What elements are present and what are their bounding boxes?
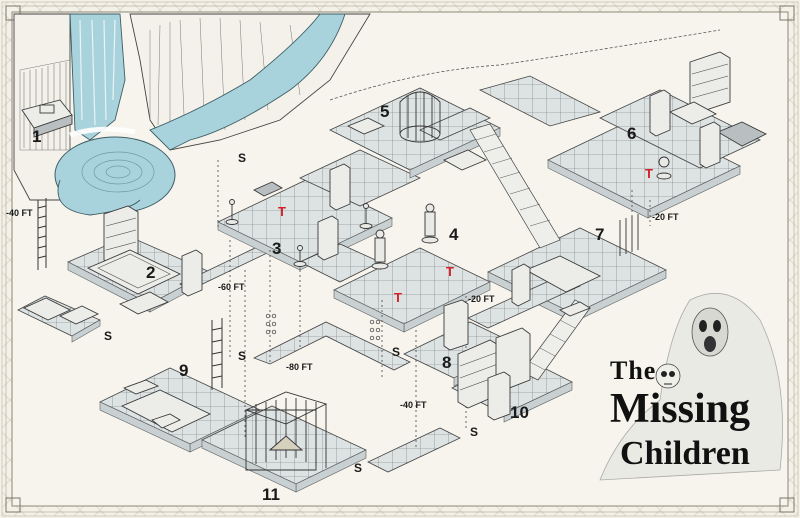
map-title: The Missing Children bbox=[598, 352, 788, 492]
area-label-2: 2 bbox=[146, 263, 155, 282]
ladder-icon bbox=[211, 318, 223, 390]
area-label-11: 11 bbox=[262, 485, 280, 504]
bed-icon bbox=[86, 101, 768, 433]
elevation-label: -20 FT bbox=[652, 212, 679, 222]
title-line-3: Children bbox=[620, 435, 750, 472]
stone-pegs bbox=[265, 313, 381, 341]
secret-door-marker: S bbox=[238, 151, 246, 165]
area-label-4: 4 bbox=[449, 225, 459, 244]
secret-door-marker: S bbox=[104, 329, 112, 343]
pillar-icon bbox=[181, 89, 721, 421]
trap-marker: T bbox=[645, 166, 653, 181]
area-labels: 1 2 3 4 5 6 7 8 9 10 11 bbox=[32, 102, 636, 504]
trap-marker: T bbox=[446, 264, 454, 279]
secret-door-marker: S bbox=[354, 461, 362, 475]
statue-icon bbox=[225, 156, 672, 270]
secret-door-labels: S S S S S S bbox=[104, 151, 478, 475]
ladder-icon bbox=[37, 198, 47, 270]
elevation-label: -60 FT bbox=[218, 282, 245, 292]
elevation-label: -80 FT bbox=[286, 362, 313, 372]
secret-door-marker: S bbox=[392, 345, 400, 359]
ghost-skull-icon bbox=[599, 293, 783, 481]
secret-door-marker: S bbox=[470, 425, 478, 439]
title-line-1: The bbox=[610, 356, 657, 385]
area-label-6: 6 bbox=[627, 124, 636, 143]
trap-marker: T bbox=[394, 290, 402, 305]
trap-labels: T T T T bbox=[278, 166, 653, 305]
secret-door-marker: S bbox=[238, 349, 246, 363]
area-label-1: 1 bbox=[32, 127, 41, 146]
area-label-5: 5 bbox=[380, 102, 389, 121]
elevation-labels: -40 FT -60 FT -20 FT -20 FT -80 FT -40 F… bbox=[6, 208, 679, 410]
area-label-10: 10 bbox=[510, 403, 529, 422]
trap-marker: T bbox=[278, 204, 286, 219]
bookshelf-icon bbox=[103, 51, 731, 409]
waterfall-icon bbox=[54, 13, 346, 216]
area-1-altar bbox=[21, 99, 73, 138]
table-icon bbox=[22, 117, 592, 429]
area-label-3: 3 bbox=[272, 239, 281, 258]
elevation-label: -40 FT bbox=[6, 208, 33, 218]
title-line-2: Missing bbox=[610, 386, 751, 432]
stairs-icon bbox=[469, 123, 591, 381]
area-label-8: 8 bbox=[442, 353, 451, 372]
cage-icon bbox=[244, 91, 639, 471]
elevation-label: -40 FT bbox=[400, 400, 427, 410]
area-label-9: 9 bbox=[179, 361, 188, 380]
area-label-7: 7 bbox=[595, 225, 604, 244]
elevation-label: -20 FT bbox=[468, 294, 495, 304]
